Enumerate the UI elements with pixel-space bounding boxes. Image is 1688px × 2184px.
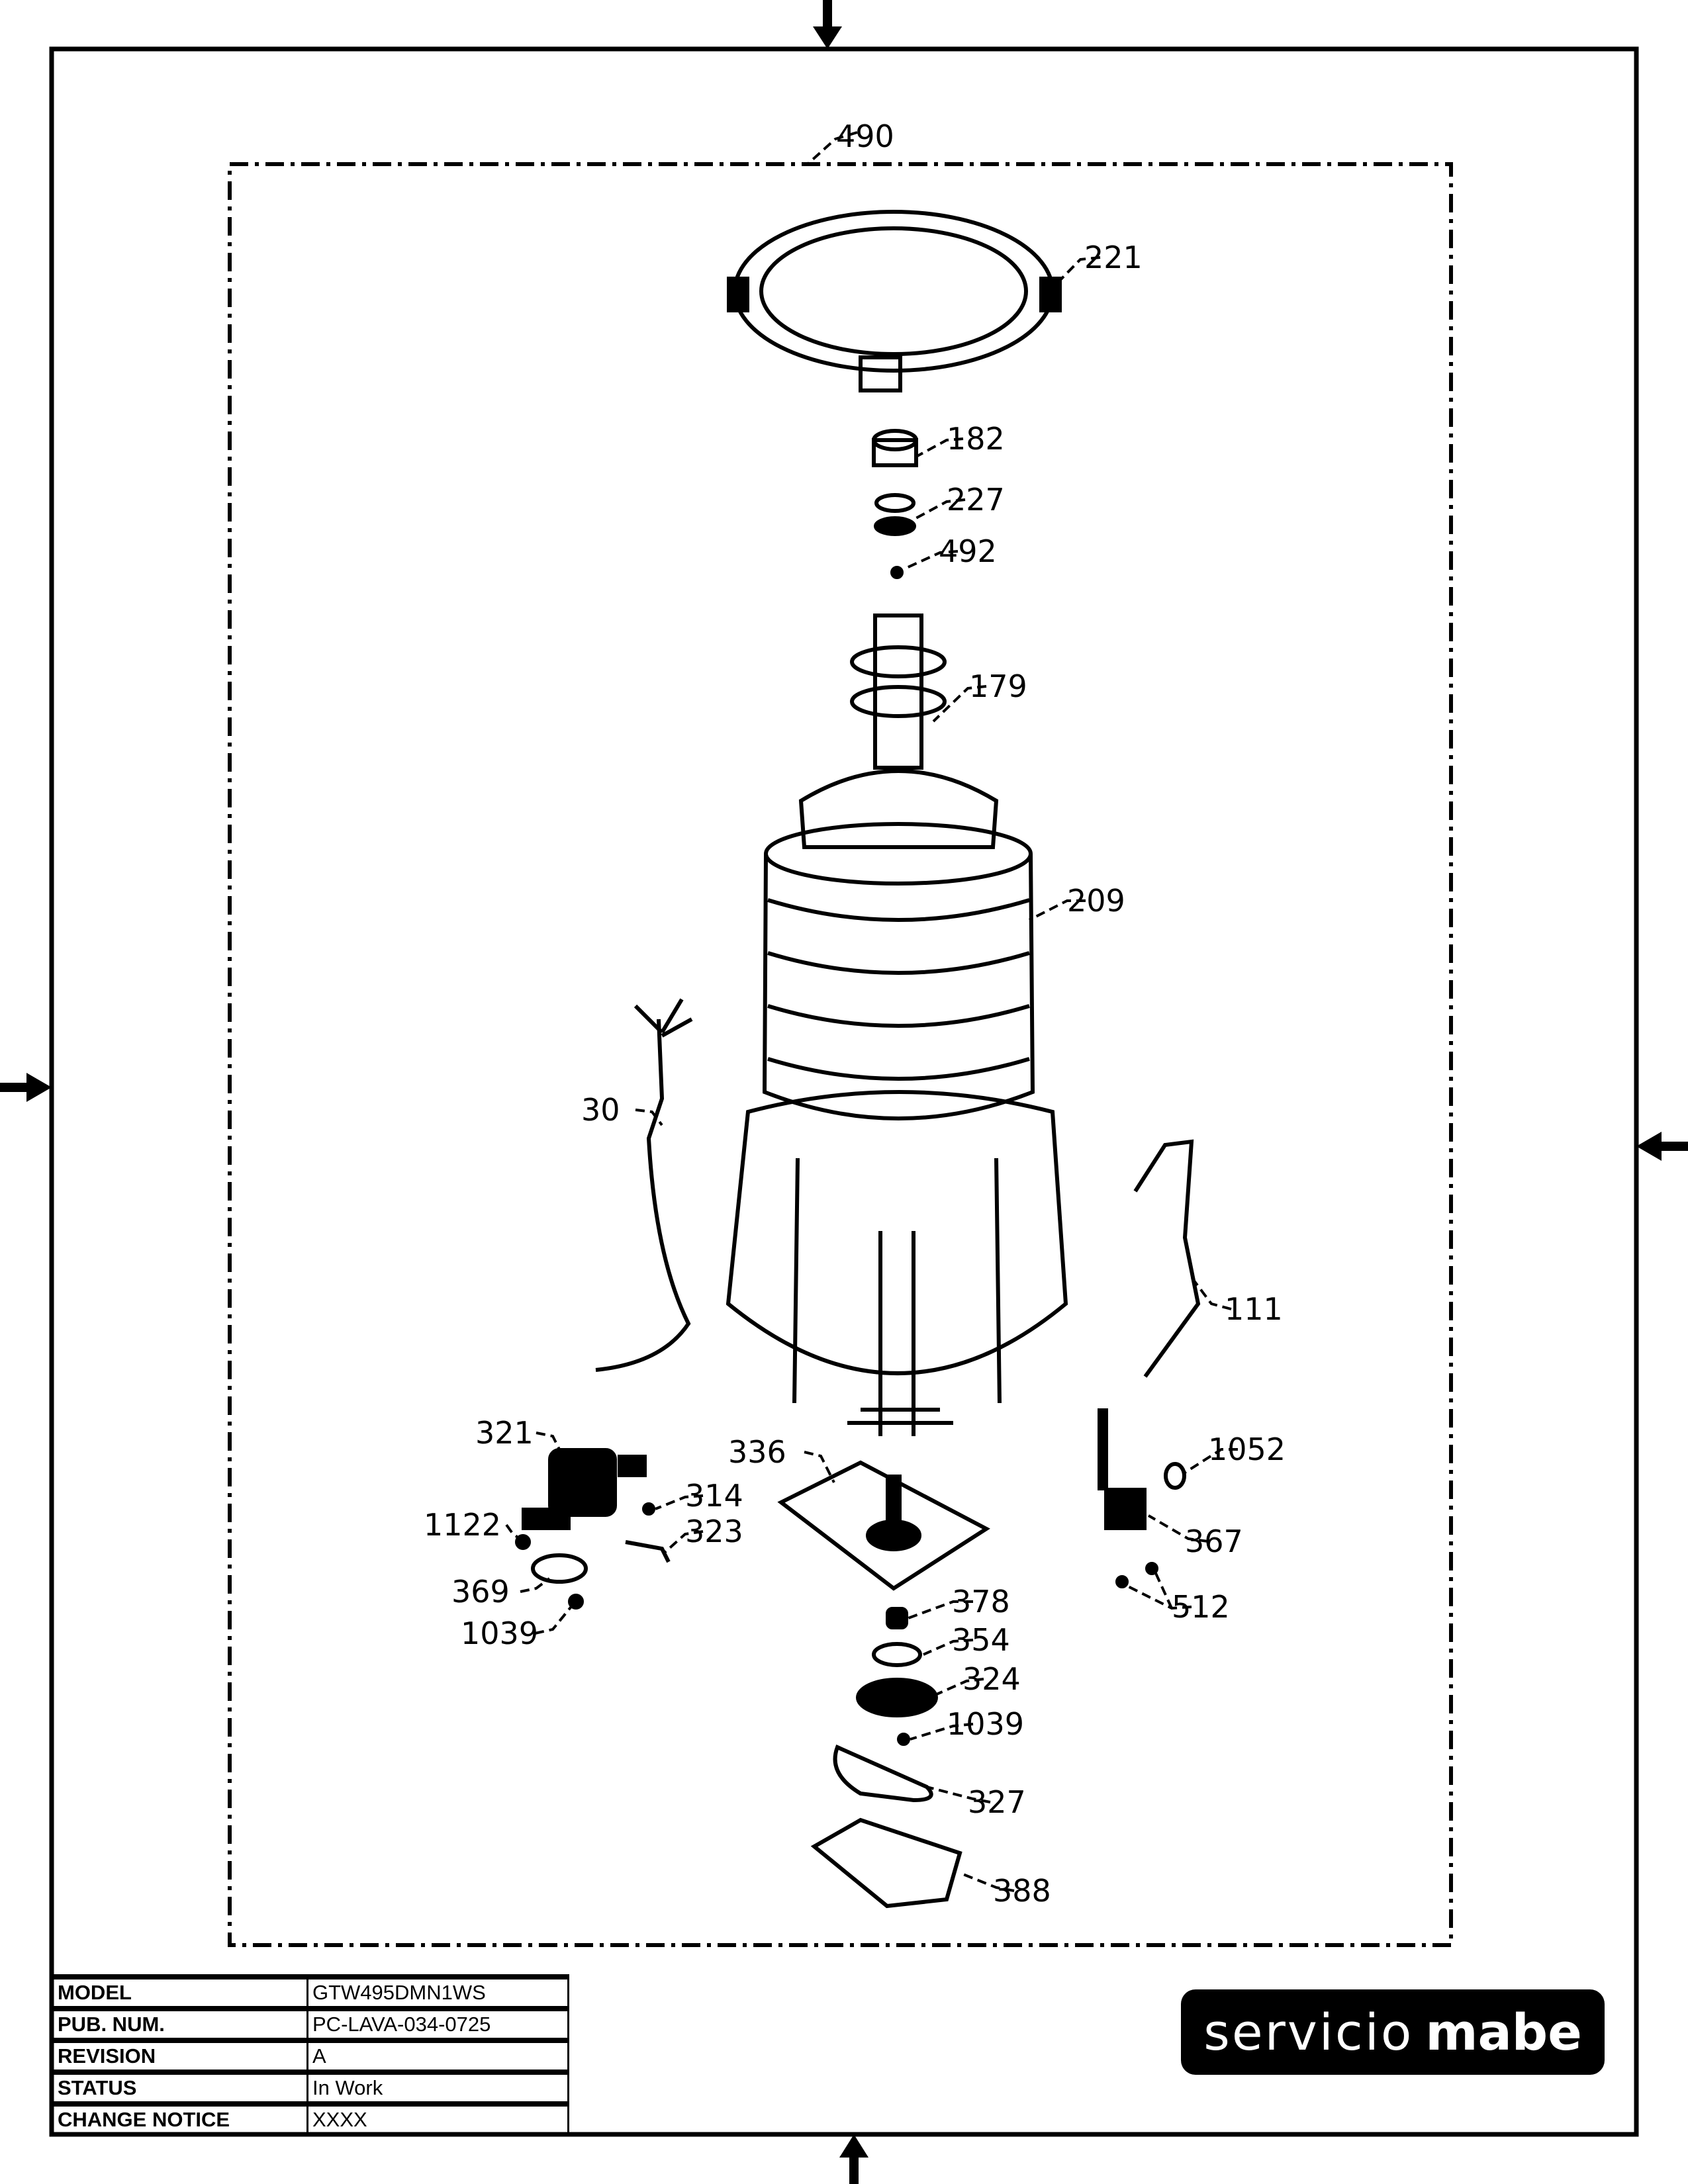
row-label: PUB. NUM. — [52, 2006, 308, 2042]
center-arrow-top — [813, 0, 842, 49]
part-314 — [642, 1502, 655, 1516]
outer-tub-part — [726, 1090, 1068, 1436]
belt-part — [833, 1744, 933, 1803]
cap-182 — [872, 429, 918, 467]
logo-word-mabe: mabe — [1425, 2003, 1582, 2062]
bushing-227 — [874, 493, 916, 536]
callout-354: 354 — [952, 1622, 1010, 1658]
row-value: In Work — [306, 2070, 569, 2105]
callout-512: 512 — [1172, 1589, 1230, 1625]
callout-492: 492 — [939, 533, 997, 569]
callout-1052: 1052 — [1208, 1432, 1286, 1467]
motor-part — [522, 1448, 647, 1530]
callout-321: 321 — [475, 1415, 534, 1451]
row-label: MODEL — [52, 1974, 308, 2010]
agitator-part — [798, 614, 999, 849]
base-part — [810, 1817, 962, 1909]
wire-harness-part — [595, 998, 693, 1372]
callout-388: 388 — [993, 1873, 1051, 1909]
callout-227: 227 — [947, 482, 1005, 518]
row-label: CHANGE NOTICE — [52, 2101, 308, 2135]
row-label: REVISION — [52, 2038, 308, 2073]
callout-327: 327 — [968, 1784, 1026, 1820]
clip-323 — [625, 1540, 671, 1563]
callout-336: 336 — [728, 1434, 786, 1470]
table-row: PUB. NUM.PC-LAVA-034-0725 — [52, 2006, 569, 2042]
servicio-mabe-logo: servicio mabe — [1181, 1989, 1605, 2075]
row-value: A — [306, 2038, 569, 2073]
leader-lines — [505, 131, 1238, 1892]
screw-1039-center — [897, 1733, 910, 1746]
screw-512-a — [1115, 1575, 1129, 1588]
drain-hose-part — [1133, 1139, 1201, 1378]
row-value: GTW495DMN1WS — [306, 1974, 569, 2010]
callout-378: 378 — [952, 1584, 1010, 1619]
part-354 — [872, 1642, 922, 1667]
bolt-492 — [890, 566, 904, 579]
center-arrow-left — [0, 1073, 52, 1102]
callout-367: 367 — [1185, 1524, 1243, 1559]
pulley-324 — [856, 1678, 938, 1717]
callout-490: 490 — [836, 118, 894, 154]
callout-323: 323 — [685, 1514, 743, 1549]
callout-182: 182 — [947, 421, 1005, 457]
callout-179: 179 — [969, 668, 1027, 704]
callout-111: 111 — [1225, 1291, 1283, 1327]
basket-part — [762, 822, 1035, 1120]
tub-ring-part — [727, 210, 1062, 392]
callout-369: 369 — [451, 1574, 510, 1610]
center-arrow-right — [1636, 1132, 1688, 1161]
callout-221: 221 — [1084, 240, 1143, 275]
callout-30: 30 — [581, 1092, 620, 1128]
page-border — [49, 46, 1639, 2137]
pulley-369 — [531, 1553, 588, 1584]
callout-1039-center: 1039 — [947, 1706, 1024, 1742]
row-value: PC-LAVA-034-0725 — [306, 2006, 569, 2042]
row-label: STATUS — [52, 2070, 308, 2105]
pump-part — [1098, 1408, 1186, 1530]
logo-word-servicio: servicio — [1203, 2003, 1414, 2062]
part-378 — [886, 1607, 908, 1629]
row-value: XXXX — [306, 2101, 569, 2135]
center-arrow-bottom — [839, 2134, 868, 2184]
mount-plate-part — [777, 1460, 990, 1591]
callout-1122: 1122 — [424, 1507, 501, 1543]
screw-512-b — [1145, 1562, 1158, 1575]
callout-324: 324 — [962, 1661, 1021, 1697]
callout-1039-left: 1039 — [461, 1615, 538, 1651]
assembly-boundary — [228, 162, 1453, 1947]
callout-209: 209 — [1067, 883, 1125, 919]
callout-314: 314 — [685, 1478, 743, 1514]
